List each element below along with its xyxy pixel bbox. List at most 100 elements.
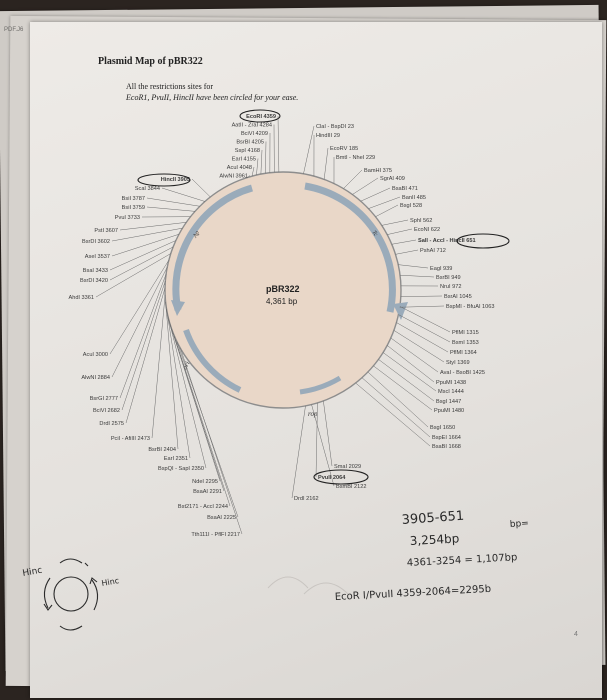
site-leader: [165, 301, 179, 450]
site-label: NruI 972: [440, 284, 461, 290]
site-leader: [387, 345, 435, 383]
site-label: AvaI - BsoBI 1425: [440, 370, 485, 376]
site-label: PflMI 1364: [450, 350, 477, 356]
hand-line-1a: 3905-651: [401, 509, 464, 528]
site-label: BsrBI 4205: [236, 140, 264, 146]
site-label: PvuI 3733: [115, 215, 140, 221]
site-label: PflMI 1315: [452, 330, 479, 336]
site-leader: [378, 359, 435, 402]
tc-label: Tc: [370, 230, 378, 238]
site-leader: [400, 295, 443, 297]
site-leader: [391, 239, 417, 245]
site-label: BsaBI 471: [392, 186, 418, 192]
pencil-mark: [267, 576, 309, 589]
site-label: BsrGI 2777: [90, 396, 118, 402]
amp-arrow: [172, 184, 253, 311]
hand-hinc-right: Hinc: [101, 576, 120, 588]
site-leader: [323, 400, 333, 467]
site-label: AlwNI 2884: [81, 375, 110, 381]
site-leader: [260, 149, 263, 175]
site-leader: [121, 280, 166, 411]
site-label: EcoRI 4359: [246, 114, 276, 120]
site-label: BciVI 2682: [93, 408, 120, 414]
site-leader: [361, 377, 431, 438]
amp-label: Ap: [192, 230, 201, 240]
site-label: BspQI - SapI 2350: [158, 466, 204, 472]
site-leader: [146, 206, 196, 212]
site-label: BamHI 375: [364, 168, 392, 174]
site-leader: [277, 115, 280, 173]
site-leader: [373, 365, 433, 411]
site-label: HindIII 29: [316, 133, 340, 139]
site-label: PstI 3607: [94, 228, 118, 234]
site-leader: [343, 169, 363, 189]
site-label: PciI - AfiIII 2473: [111, 436, 150, 442]
site-leader: [393, 330, 445, 363]
site-leader: [111, 266, 168, 378]
site-label: BsgI 1650: [430, 425, 455, 431]
site-label: BsrDI 3420: [80, 278, 108, 284]
site-leader: [315, 402, 318, 478]
site-label: Tth111I - PflFI 2217: [191, 532, 240, 538]
site-leader: [161, 187, 206, 202]
site-label: SmaI 2029: [334, 464, 361, 470]
site-leader: [382, 352, 437, 392]
site-label: EarI 2351: [164, 456, 188, 462]
site-leader: [400, 274, 435, 278]
site-leader-lines: [95, 115, 451, 535]
site-label: AseI 3537: [85, 254, 110, 260]
site-leader: [111, 227, 183, 242]
site-label: SspI 4168: [235, 148, 260, 154]
site-leader: [395, 249, 419, 255]
circle-hincii-3905: [137, 173, 191, 187]
site-leader: [171, 329, 225, 492]
site-leader: [323, 147, 329, 180]
site-label: Bst2171 - AccI 2244: [178, 504, 228, 510]
site-leader: [390, 337, 439, 373]
hand-sketch: [43, 558, 99, 631]
site-leader: [396, 322, 449, 353]
site-label: DrdI 2162: [294, 496, 319, 502]
site-label: BsrBI 2404: [148, 447, 176, 453]
site-leader: [166, 308, 191, 459]
site-label: SphI 562: [410, 218, 432, 224]
site-label: AhdI 3361: [68, 295, 94, 301]
site-leader: [265, 141, 267, 174]
site-leader: [125, 287, 166, 424]
site-leader: [291, 405, 306, 499]
site-label: PshAI 712: [420, 248, 446, 254]
site-label: MscI 1444: [438, 389, 464, 395]
site-leader: [180, 348, 243, 535]
site-label: BsgI 528: [400, 203, 422, 209]
site-label: EcoRV 185: [330, 146, 358, 152]
site-label: BspEI 1664: [432, 435, 461, 441]
site-label: SalI - AccI - HincII 651: [418, 238, 476, 244]
site-label: BsaAI 2291: [193, 489, 222, 495]
page-title: Plasmid Map of pBR322: [98, 56, 203, 67]
site-leader: [119, 222, 187, 231]
circle-hincii-651: [456, 233, 510, 249]
site-leader: [355, 382, 431, 447]
site-leader: [256, 158, 259, 176]
site-label: BsgI 1447: [436, 399, 461, 405]
site-leader: [95, 253, 171, 298]
site-label: BsmBI 2122: [336, 484, 366, 490]
site-leader: [109, 246, 174, 281]
hand-line-4: EcoR I/PvuII 4359-2064=2295b: [335, 584, 492, 603]
intro-line-1: All the restrictions sites for: [126, 82, 214, 91]
site-label: BsaI 3433: [83, 268, 108, 274]
pdf-tag: PDF.J6: [4, 27, 24, 33]
tc-arrow: [304, 182, 396, 313]
site-label: ScaI 3844: [135, 186, 160, 192]
site-label: PpuMI 1438: [436, 380, 466, 386]
site-label: BsiI 3759: [122, 205, 145, 211]
site-label: StyI 1369: [446, 360, 470, 366]
rop-arrow: [299, 375, 342, 395]
plasmid-circle: [164, 171, 402, 409]
site-label: BsrAI 1045: [444, 294, 472, 300]
site-leader: [119, 273, 167, 399]
site-label: BanII 485: [402, 195, 426, 201]
site-leader: [398, 314, 451, 343]
